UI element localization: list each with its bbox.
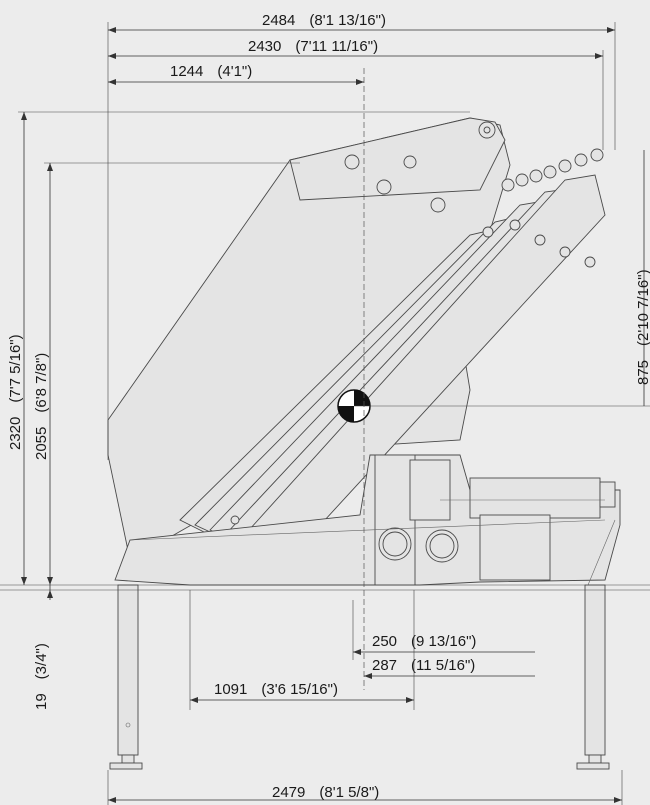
dim-imperial: (8'1 13/16") [309,12,386,29]
svg-text:2479(8'1 5/8"): 2479(8'1 5/8") [272,784,379,801]
dim-offset-250: 250(9 13/16") [352,600,535,660]
svg-text:2320(7'7 5/16"): 2320(7'7 5/16") [7,334,24,450]
crane-body [107,117,621,586]
dim-base-width: 2479(8'1 5/8") [107,770,623,805]
svg-text:2484(8'1 13/16"): 2484 (8'1 13/16") [262,12,386,29]
svg-text:2055(6'8 7/8"): 2055(6'8 7/8") [33,353,50,460]
dim-right-height: 875(2'10 7/16") [635,150,650,406]
svg-text:875(2'10 7/16"): 875(2'10 7/16") [635,269,650,385]
dim-total-height: 2320(7'7 5/16") [7,111,470,585]
svg-text:2430(7'11 11/16"): 2430(7'11 11/16") [248,38,378,55]
dim-body-height: 2055(6'8 7/8") [33,162,300,585]
dim-leg-to-center: 1091(3'6 15/16") [189,590,415,710]
dim-foot-clearance: 19(3/4") [33,585,53,710]
svg-text:250(9 13/16"): 250(9 13/16") [372,633,476,650]
svg-text:1091(3'6 15/16"): 1091(3'6 15/16") [214,681,338,698]
dim-center-offset: 1244(4'1") [108,63,364,85]
dim-value: 2484 [262,12,295,29]
svg-text:19(3/4"): 19(3/4") [33,643,50,710]
boom-sections [179,174,606,559]
dim-overall-width: 2484 (8'1 13/16") [107,12,616,460]
svg-text:287(11 5/16"): 287(11 5/16") [372,657,475,674]
boom-end-pulleys [210,148,604,540]
dim-arm-width: 2430(7'11 11/16") [108,38,604,150]
stabilizer-leg-left [109,584,143,770]
dim-offset-287: 287(11 5/16") [364,657,535,679]
svg-text:1244(4'1"): 1244(4'1") [170,63,252,80]
